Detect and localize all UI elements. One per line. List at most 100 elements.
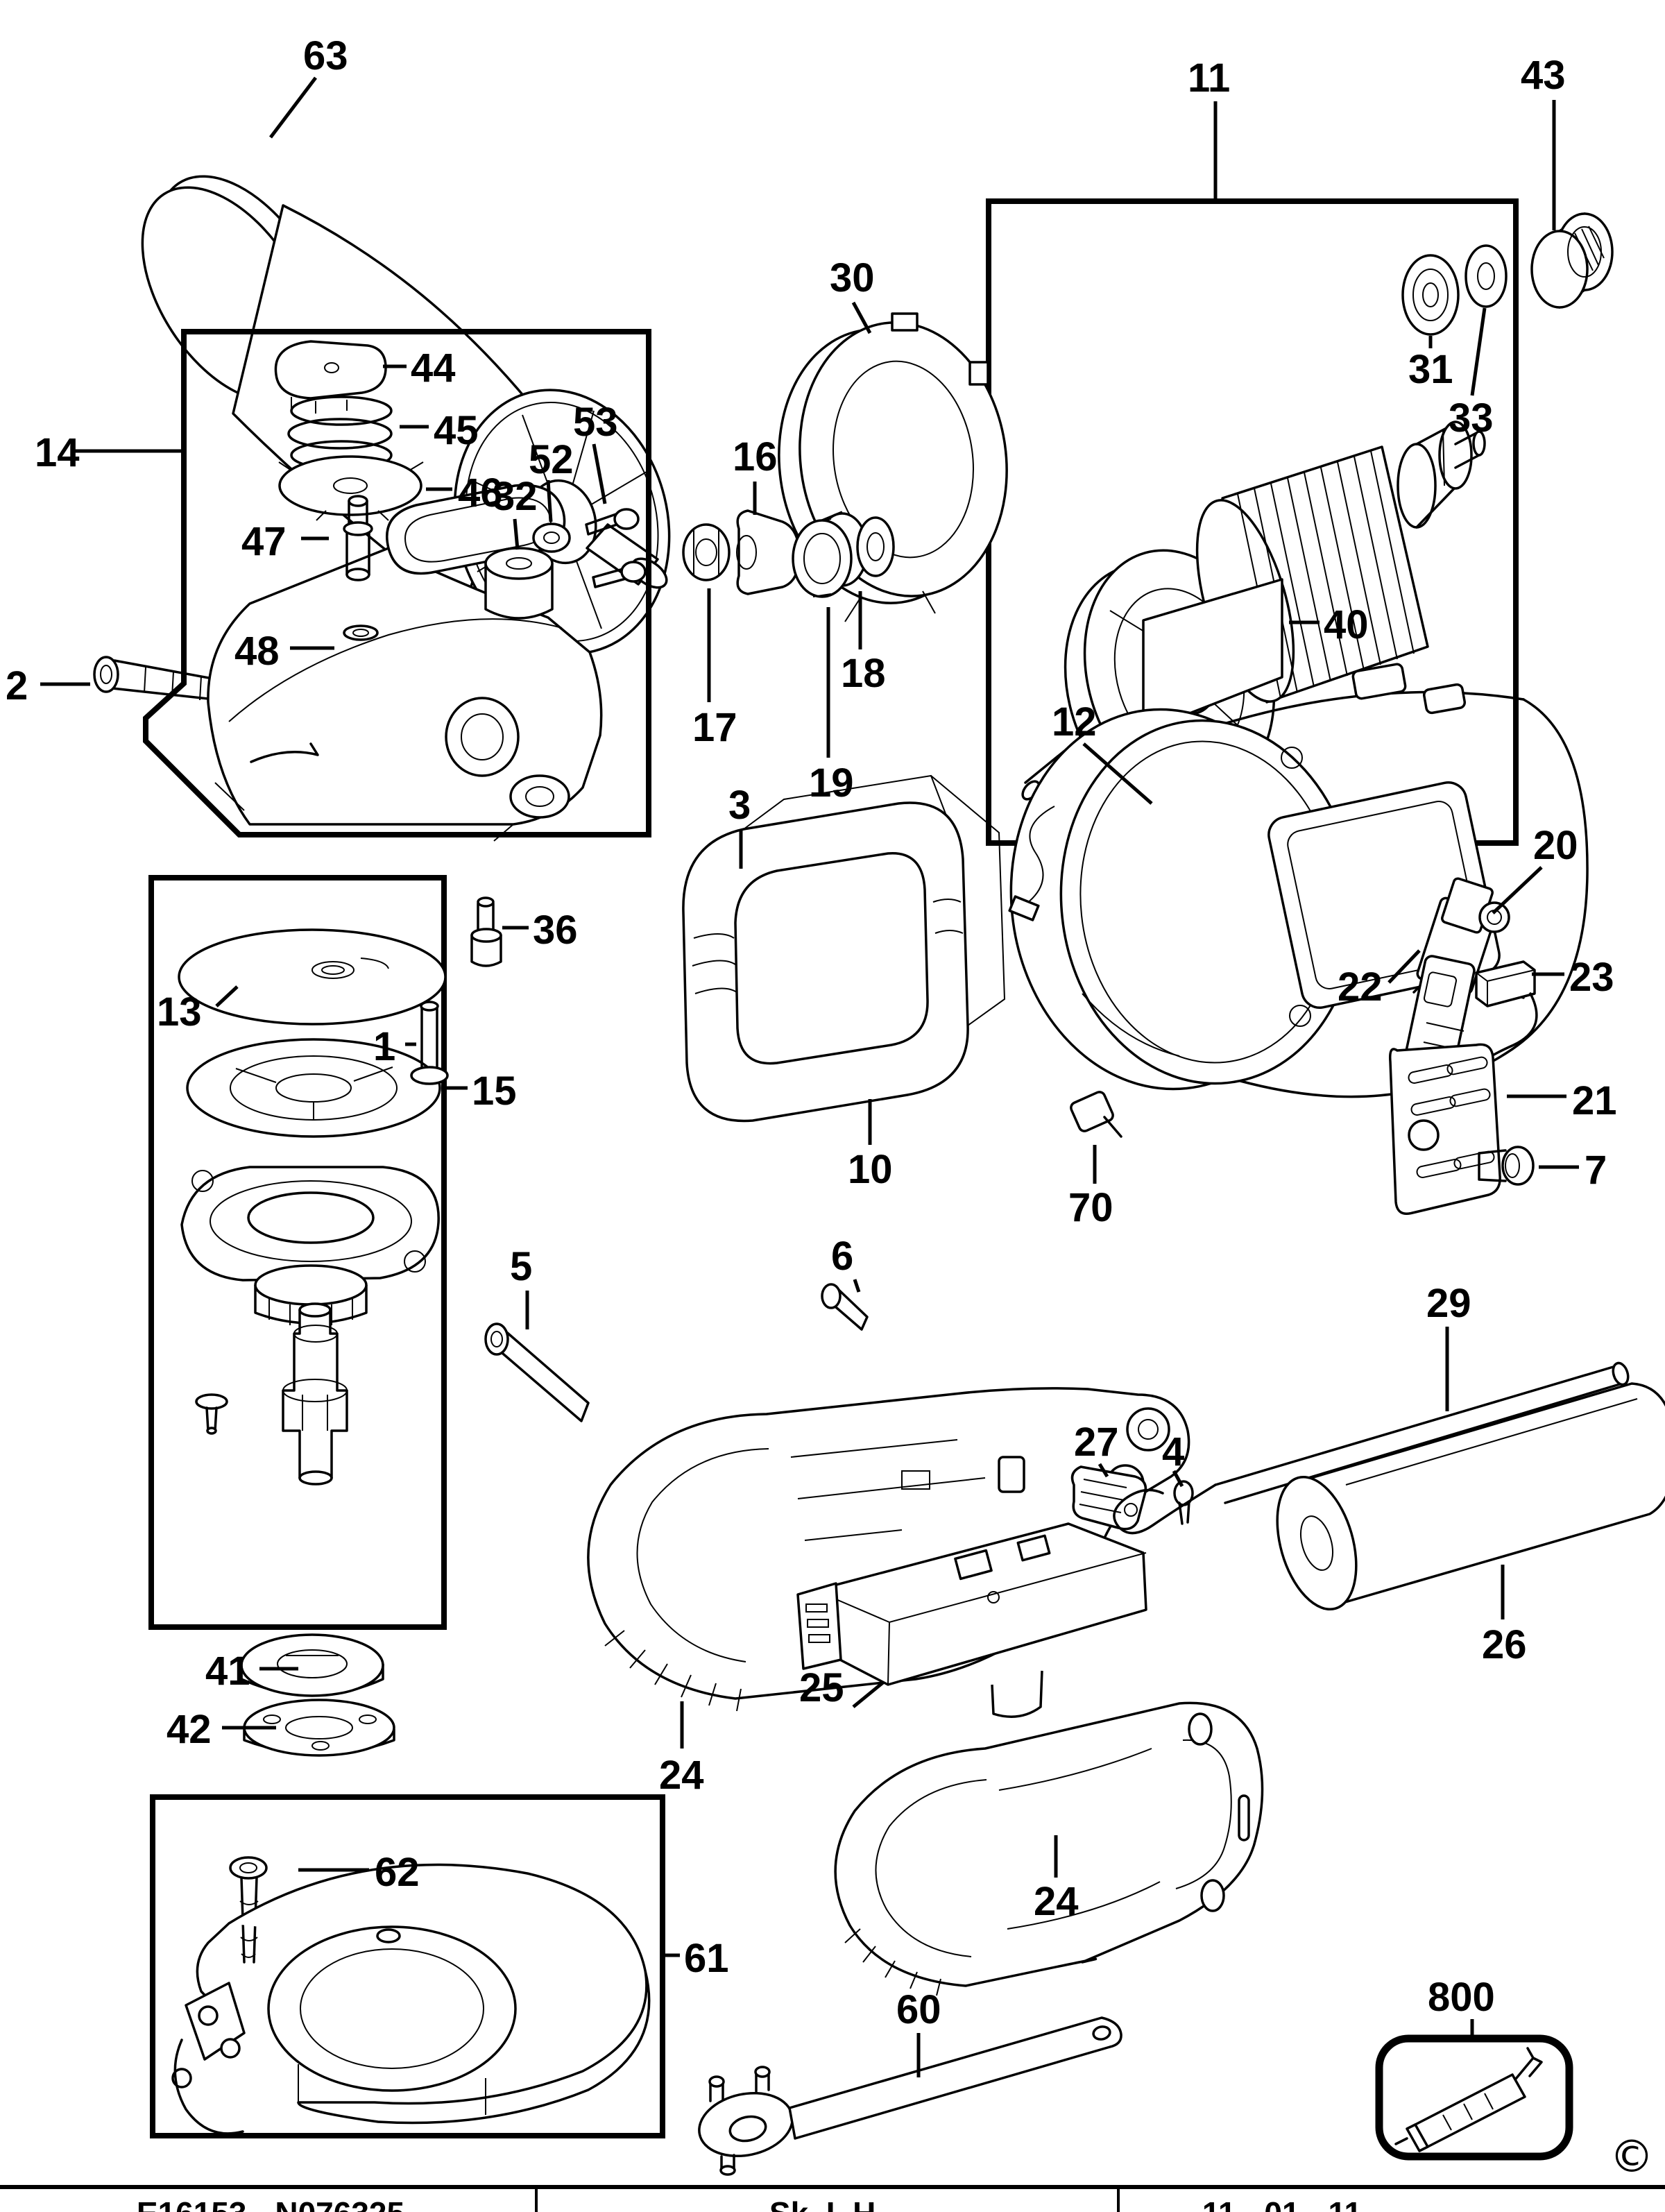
part-label-43: 43 — [1521, 53, 1566, 98]
part-gear-plate — [186, 1038, 441, 1138]
callout-leader-27 — [1098, 1463, 1109, 1478]
part-2-screw — [93, 656, 244, 704]
callout-leader-53 — [592, 443, 607, 504]
part-42-flange — [243, 1699, 395, 1757]
part-46-clutch-plate — [278, 455, 424, 521]
part-70-terminal — [1070, 1091, 1122, 1138]
assembly-box-15 — [148, 875, 447, 1630]
part-41-flange — [240, 1633, 384, 1697]
part-label-29: 29 — [1426, 1281, 1471, 1326]
copyright-mark: © — [1610, 2132, 1654, 2183]
part-label-45: 45 — [434, 408, 479, 453]
part-32-roller — [484, 547, 554, 620]
part-48-washer — [343, 624, 379, 641]
part-label-6: 6 — [831, 1234, 853, 1279]
callout-leader-33 — [1470, 307, 1487, 396]
part-label-21: 21 — [1572, 1078, 1617, 1123]
part-label-44: 44 — [411, 346, 456, 391]
part-label-10: 10 — [848, 1147, 893, 1192]
part-label-1: 1 — [373, 1024, 395, 1069]
assembly-box-14 — [143, 329, 651, 837]
part-label-60: 60 — [896, 1987, 941, 2032]
part-label-24: 24 — [659, 1753, 704, 1798]
part-52-washer — [532, 522, 571, 553]
callout-leader-32 — [513, 518, 520, 550]
part-label-16: 16 — [733, 434, 778, 479]
part-31-bearing — [1401, 254, 1460, 336]
part-label-48: 48 — [234, 629, 280, 674]
callout-leader-30 — [851, 301, 872, 334]
callout-leader-25 — [852, 1681, 885, 1708]
part-label-46: 46 — [458, 470, 503, 516]
part-53-screws — [585, 508, 647, 588]
callout-leader-13 — [215, 985, 239, 1007]
part-label-800: 800 — [1428, 1975, 1495, 2020]
part-60-spanner-wrench — [698, 2016, 1122, 2176]
part-40-label — [1142, 578, 1283, 733]
callout-leader-52 — [546, 479, 553, 522]
part-label-5: 5 — [510, 1244, 532, 1289]
part-bearing-plate — [180, 1166, 440, 1325]
part-18-washer — [856, 516, 895, 577]
footer-date: 11 - 01 - 11 — [1202, 2195, 1362, 2212]
callout-leader-6 — [853, 1279, 861, 1293]
part-45-spring — [287, 395, 393, 470]
part-label-30: 30 — [830, 255, 875, 300]
part-24-clamshell-lower — [834, 1701, 1264, 1996]
part-label-24: 24 — [1034, 1879, 1079, 1924]
part-label-36: 36 — [533, 908, 578, 953]
part-label-19: 19 — [809, 760, 854, 806]
footer-doc-number: E16153 - N076325 — [137, 2195, 404, 2212]
part-label-53: 53 — [573, 400, 618, 445]
part-label-47: 47 — [241, 519, 287, 564]
part-21-vent-cover — [1388, 1043, 1501, 1215]
part-label-40: 40 — [1324, 602, 1369, 647]
part-800-lubricant — [1375, 2034, 1573, 2161]
part-label-20: 20 — [1533, 823, 1578, 868]
part-27-clip — [1070, 1465, 1147, 1531]
callout-leader-12 — [1082, 742, 1153, 805]
assembly-box-61 — [150, 1794, 665, 2138]
callout-leader-63 — [269, 76, 317, 139]
footer-table: E16153 - N076325 Sk. I. H. 11 - 01 - 11 — [0, 2185, 1665, 2212]
part-25-switch — [796, 1522, 1147, 1718]
part-label-23: 23 — [1569, 955, 1614, 1000]
part-small-screw — [195, 1393, 228, 1435]
part-1-screw — [410, 1001, 449, 1085]
callout-leader-22 — [1388, 949, 1421, 984]
part-label-61: 61 — [684, 1936, 729, 1981]
part-label-11: 11 — [1188, 56, 1230, 101]
part-label-25: 25 — [799, 1665, 844, 1710]
part-label-52: 52 — [529, 437, 574, 482]
part-label-7: 7 — [1585, 1148, 1607, 1193]
part-label-62: 62 — [375, 1850, 420, 1895]
part-6-screw — [821, 1283, 869, 1331]
part-label-12: 12 — [1052, 699, 1097, 745]
part-label-32: 32 — [493, 474, 538, 519]
part-label-2: 2 — [6, 663, 28, 708]
footer-sketch-title: Sk. I. H. — [769, 2195, 885, 2212]
part-label-31: 31 — [1408, 347, 1453, 392]
part-label-22: 22 — [1338, 964, 1383, 1010]
part-label-18: 18 — [841, 651, 886, 696]
part-label-63: 63 — [303, 33, 348, 78]
part-label-13: 13 — [157, 989, 202, 1035]
part-label-15: 15 — [472, 1069, 517, 1114]
part-33-washer — [1465, 244, 1508, 308]
part-5-screw — [484, 1322, 590, 1422]
part-label-27: 27 — [1074, 1420, 1119, 1465]
part-19-clamp-ring — [792, 511, 869, 598]
callout-leader-20 — [1492, 866, 1543, 914]
part-13-disc — [178, 928, 447, 1026]
part-26-grip — [1276, 1382, 1665, 1611]
part-61-guard — [171, 1863, 651, 2135]
part-36-pin — [470, 896, 502, 967]
callout-leader-4 — [1172, 1470, 1184, 1488]
part-4-screw — [1173, 1480, 1194, 1525]
part-label-42: 42 — [166, 1707, 212, 1752]
part-spindle — [282, 1302, 348, 1486]
part-label-26: 26 — [1482, 1622, 1527, 1667]
